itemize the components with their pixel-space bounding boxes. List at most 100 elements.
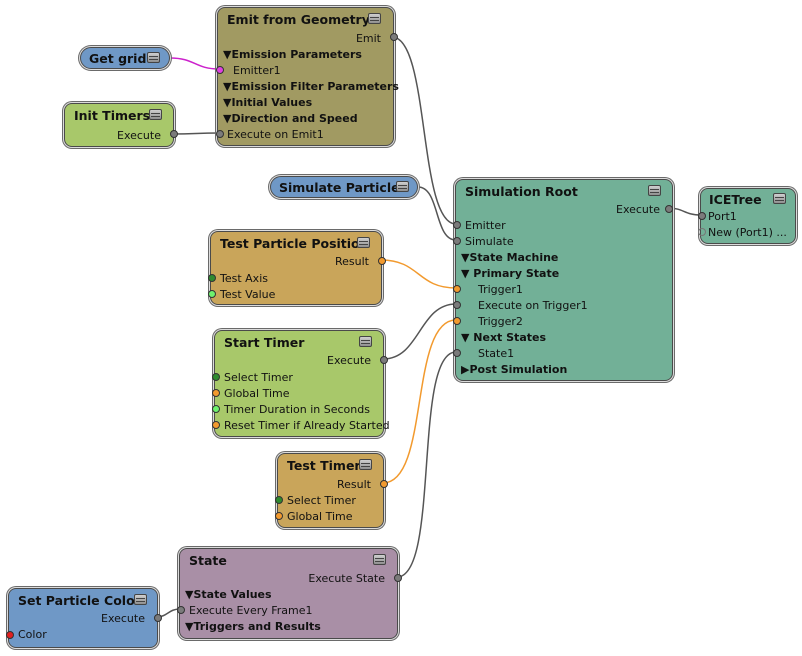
node-title: Get grid: [89, 51, 147, 66]
set-particle-color-node[interactable]: Set Particle Color Execute Color: [6, 588, 162, 648]
wire-inittimers-execute-on-emit1: [172, 132, 220, 135]
emitter-label: Emitter: [465, 219, 506, 232]
output-result-port[interactable]: [380, 480, 388, 488]
output-result-label: Result: [335, 255, 369, 268]
simulate-label: Simulate: [465, 235, 514, 248]
select-timer-port[interactable]: [212, 373, 220, 381]
execute-on-trigger1-label: Execute on Trigger1: [478, 299, 588, 312]
state1-label: State1: [478, 347, 515, 360]
timer-duration-label: Timer Duration in Seconds: [224, 403, 370, 416]
color-port[interactable]: [6, 631, 14, 639]
new-port-port[interactable]: [698, 228, 706, 236]
node-menu-icon[interactable]: [773, 193, 786, 204]
global-time-label: Global Time: [287, 510, 353, 523]
direction-speed-group[interactable]: ▼Direction and Speed: [223, 112, 358, 125]
execute-every-frame1-port[interactable]: [177, 606, 185, 614]
next-states-group[interactable]: ▼ Next States: [461, 331, 547, 344]
new-port-label[interactable]: New (Port1) ...: [708, 226, 787, 239]
triggers-results-group[interactable]: ▼Triggers and Results: [185, 620, 321, 633]
simulation-root-node[interactable]: Simulation Root Execute Emitter Simulate…: [453, 179, 673, 381]
node-title: Test Particle Position: [220, 236, 369, 251]
output-execute-label: Execute: [327, 354, 371, 367]
post-simulation-group[interactable]: ▶Post Simulation: [461, 363, 568, 376]
init-timers-node[interactable]: Init Timers Execute: [64, 103, 178, 147]
ice-tree-node[interactable]: ICETree Port1 New (Port1) ...: [698, 188, 796, 244]
start-timer-node[interactable]: Start Timer Execute Select Timer Global …: [212, 330, 390, 437]
output-execute-port[interactable]: [380, 356, 388, 364]
node-menu-icon[interactable]: [368, 13, 381, 24]
color-label: Color: [18, 628, 47, 641]
output-execute-port[interactable]: [665, 205, 673, 213]
global-time-label: Global Time: [224, 387, 290, 400]
select-timer-port[interactable]: [275, 496, 283, 504]
state1-port[interactable]: [453, 349, 461, 357]
global-time-port[interactable]: [275, 512, 283, 520]
node-menu-icon[interactable]: [357, 237, 370, 248]
node-menu-icon[interactable]: [648, 185, 661, 196]
output-execute-state-port[interactable]: [394, 574, 402, 582]
trigger1-label: Trigger1: [478, 283, 523, 296]
port1-port[interactable]: [698, 212, 706, 220]
select-timer-label: Select Timer: [287, 494, 356, 507]
test-particle-position-node[interactable]: Test Particle Position Result Test Axis …: [208, 231, 386, 305]
wire-start-timer-to-execute-on-trigger1: [382, 303, 457, 360]
node-title: Init Timers: [74, 108, 151, 123]
state-machine-group[interactable]: ▼State Machine: [461, 251, 559, 264]
test-axis-port[interactable]: [208, 274, 216, 282]
simulate-port[interactable]: [453, 237, 461, 245]
test-value-port[interactable]: [208, 290, 216, 298]
get-grid-node[interactable]: Get grid: [80, 47, 170, 69]
state-values-group[interactable]: ▼State Values: [185, 588, 272, 601]
initial-values-group[interactable]: ▼Initial Values: [223, 96, 313, 109]
timer-duration-port[interactable]: [212, 405, 220, 413]
node-title: ICETree: [709, 192, 762, 207]
output-execute-port[interactable]: [170, 130, 178, 138]
wire-test-particle-result-to-trigger1: [380, 259, 457, 289]
output-emit-label: Emit: [355, 32, 381, 45]
select-timer-label: Select Timer: [224, 371, 293, 384]
output-result-label: Result: [337, 478, 371, 491]
emitter1-label: Emitter1: [233, 64, 281, 77]
output-execute-port[interactable]: [154, 614, 162, 622]
test-timer-node[interactable]: Test Timer Result Select Timer Global Ti…: [275, 453, 388, 528]
wire-getgrid-emitter1: [169, 57, 220, 70]
output-execute-label: Execute: [616, 203, 660, 216]
node-title: Simulation Root: [465, 184, 578, 199]
emitter-port[interactable]: [453, 221, 461, 229]
trigger2-port[interactable]: [453, 317, 461, 325]
reset-timer-port[interactable]: [212, 421, 220, 429]
node-title: Emit from Geometry: [227, 12, 370, 27]
emit-from-geometry-node[interactable]: Emit from Geometry Emit ▼Emission Parame…: [216, 7, 399, 146]
node-menu-icon[interactable]: [134, 594, 147, 605]
node-menu-icon[interactable]: [359, 336, 372, 347]
emission-parameters-group[interactable]: ▼Emission Parameters: [223, 48, 362, 61]
port1-label: Port1: [708, 210, 737, 223]
execute-on-emit1-port[interactable]: [216, 130, 224, 138]
execute-on-trigger1-port[interactable]: [453, 301, 461, 309]
node-title: Test Timer: [287, 458, 361, 473]
output-emit-port[interactable]: [390, 33, 398, 41]
node-menu-icon[interactable]: [359, 459, 372, 470]
reset-timer-label: Reset Timer if Already Started: [224, 419, 390, 432]
simulate-particles-node[interactable]: Simulate Particles: [270, 176, 418, 198]
output-result-port[interactable]: [378, 257, 386, 265]
trigger1-port[interactable]: [453, 285, 461, 293]
execute-on-emit1-label: Execute on Emit1: [227, 128, 324, 141]
node-menu-icon[interactable]: [373, 554, 386, 565]
execute-every-frame1-label: Execute Every Frame1: [189, 604, 313, 617]
wire-test-timer-result-to-trigger2: [382, 319, 457, 484]
node-title: Set Particle Color: [18, 593, 141, 608]
output-execute-label: Execute: [101, 612, 145, 625]
node-title: State: [189, 553, 227, 568]
node-menu-icon[interactable]: [149, 109, 162, 120]
node-title: Simulate Particles: [279, 180, 408, 195]
node-menu-icon[interactable]: [396, 181, 409, 192]
primary-state-group[interactable]: ▼ Primary State: [461, 267, 560, 280]
wire-state-to-state1: [396, 351, 457, 578]
emission-filter-group[interactable]: ▼Emission Filter Parameters: [223, 80, 399, 93]
global-time-port[interactable]: [212, 389, 220, 397]
state-node[interactable]: State Execute State ▼State Values Execut…: [177, 548, 402, 639]
node-menu-icon[interactable]: [147, 52, 160, 63]
emitter1-port[interactable]: [216, 66, 224, 74]
